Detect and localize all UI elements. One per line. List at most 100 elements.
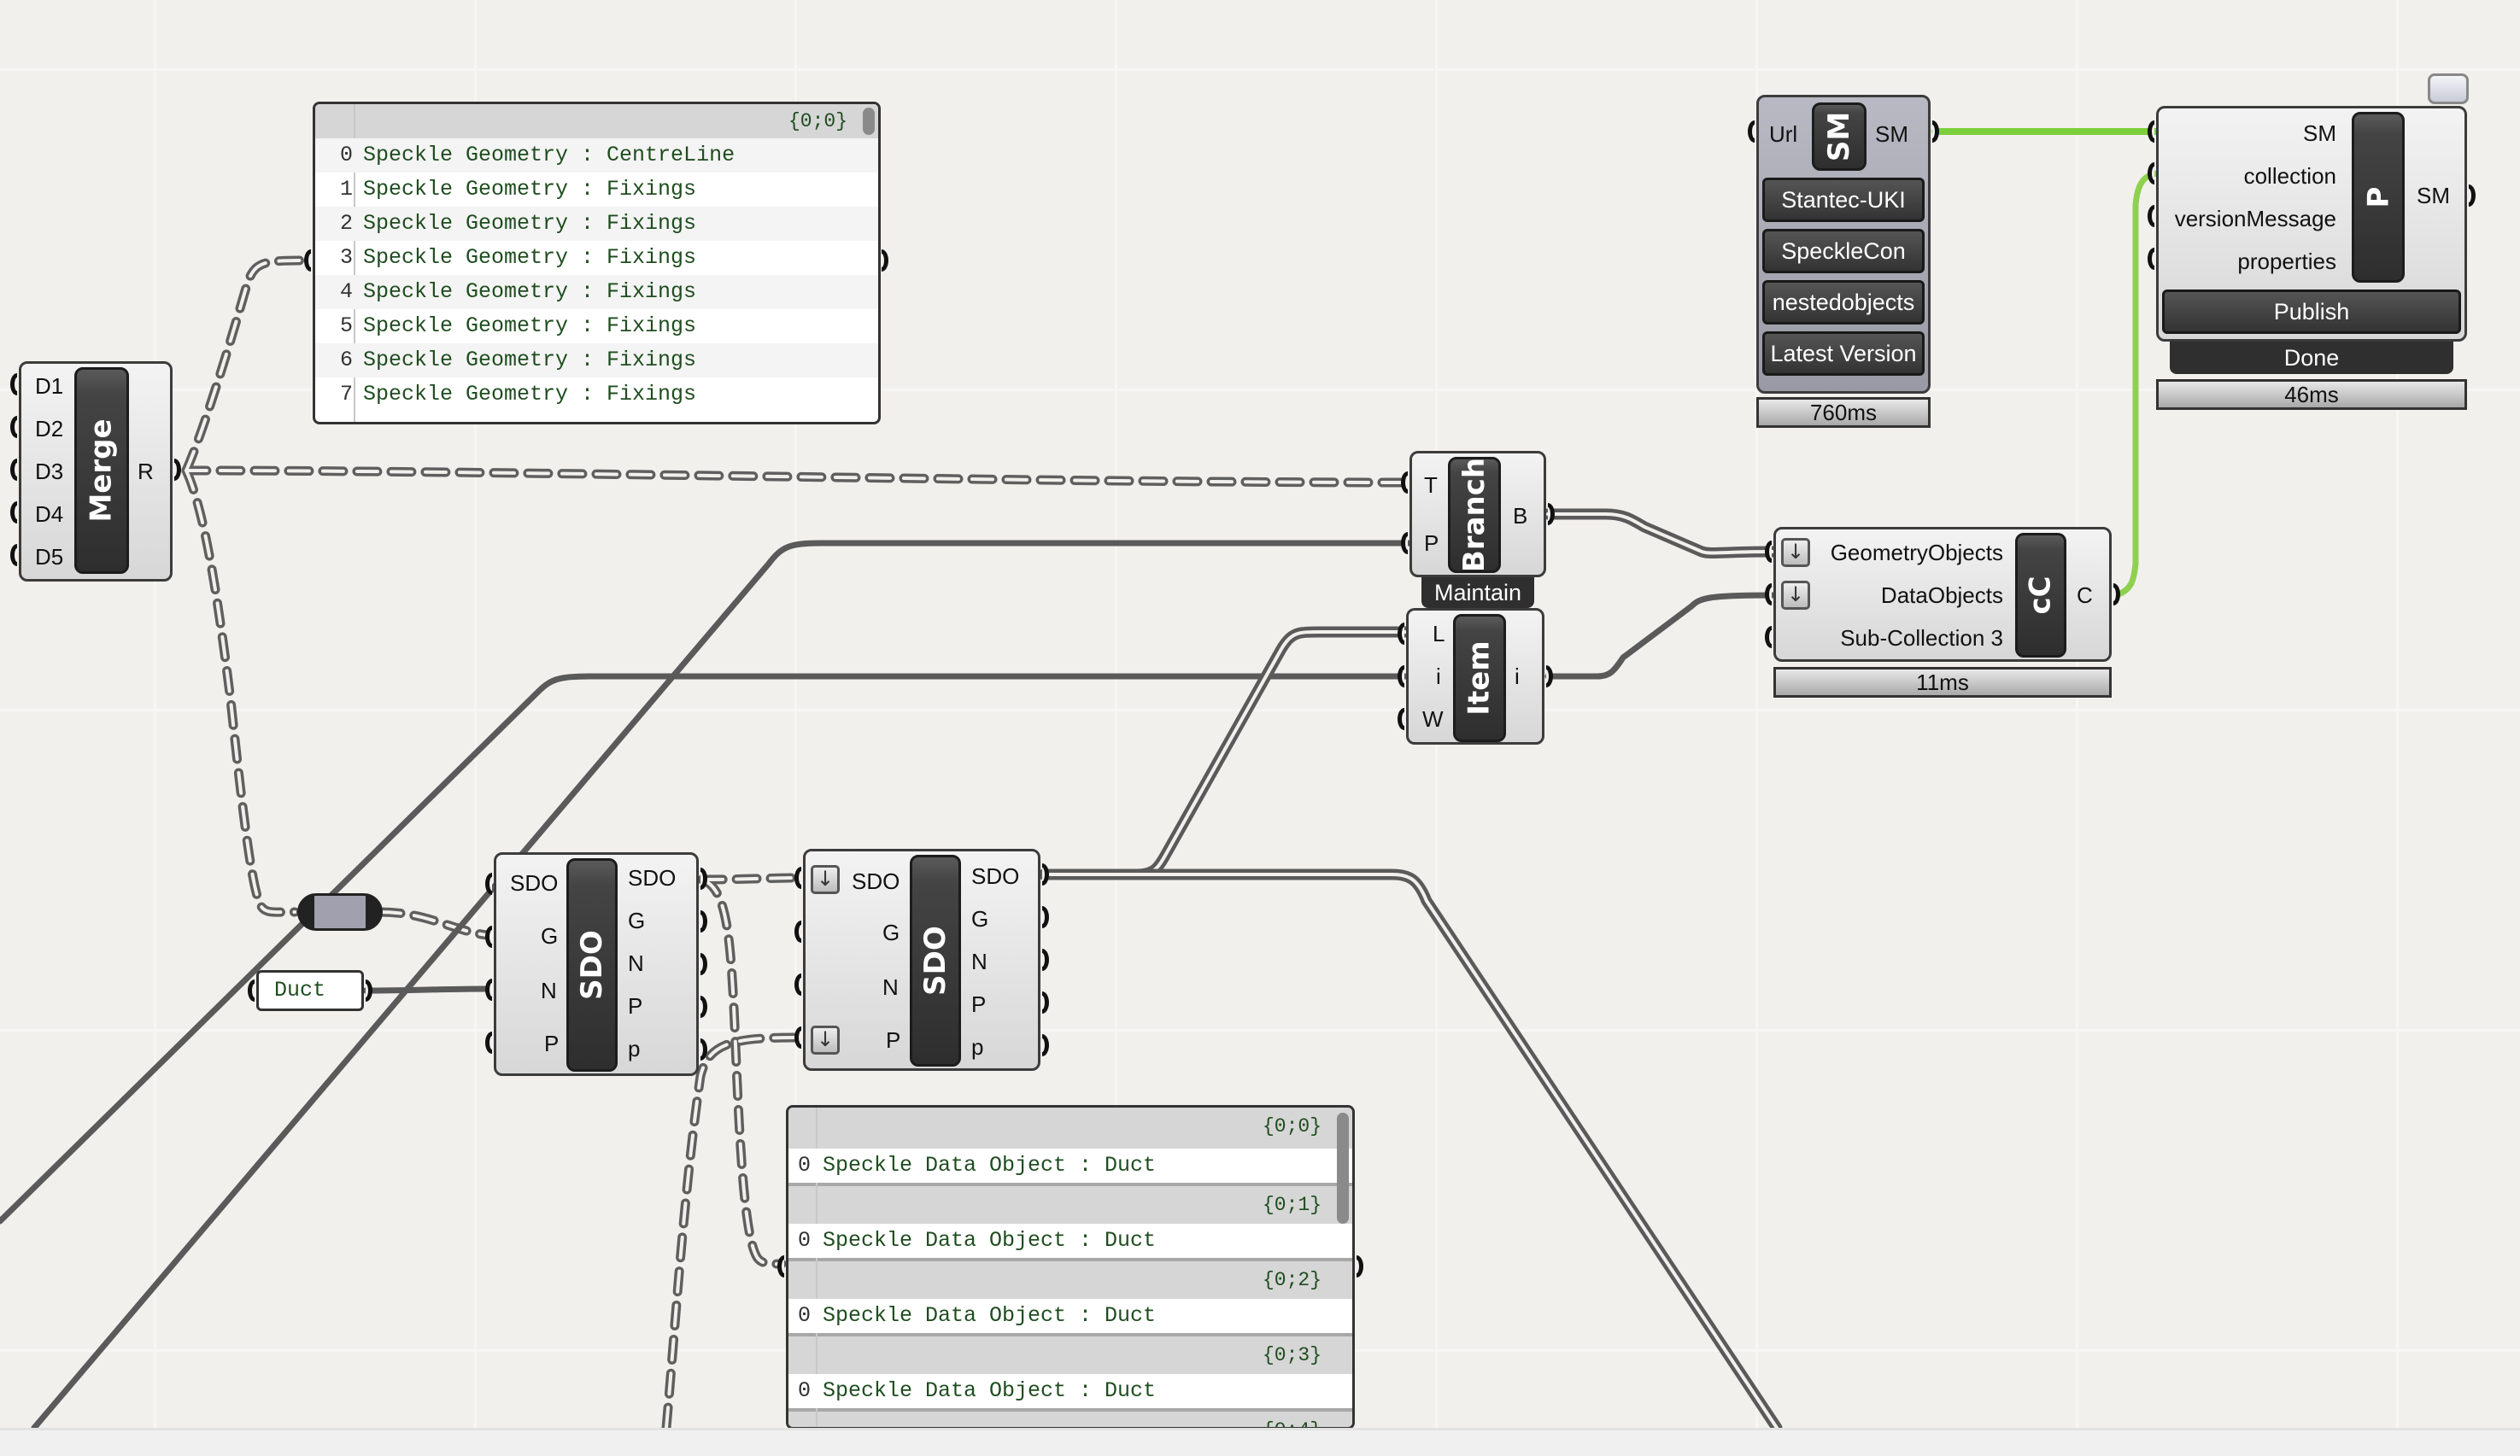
version-dropdown[interactable]: Latest Version bbox=[1762, 331, 1925, 376]
input-port[interactable] bbox=[304, 249, 311, 272]
output-port[interactable] bbox=[1357, 1255, 1363, 1278]
wire-merge-to-branch bbox=[181, 465, 1415, 488]
row-index: 2 bbox=[339, 211, 353, 236]
input-port[interactable] bbox=[2148, 162, 2154, 184]
project-dropdown[interactable]: SpeckleCon bbox=[1762, 229, 1925, 273]
input-port[interactable] bbox=[1398, 708, 1404, 730]
output-port[interactable] bbox=[1042, 1034, 1049, 1056]
publish-status: Done bbox=[2170, 342, 2453, 374]
relay-node[interactable] bbox=[297, 893, 383, 931]
sdo2-input-label: N bbox=[882, 974, 899, 1000]
input-port[interactable] bbox=[1398, 665, 1404, 687]
graft-arrow-icon[interactable]: ↓ bbox=[811, 1026, 840, 1055]
output-port[interactable] bbox=[1546, 665, 1553, 687]
output-port[interactable] bbox=[174, 459, 181, 481]
grid-line bbox=[1755, 0, 1758, 1428]
create-collection-component[interactable]: ↓ ↓ cC GeometryObjects DataObjects Sub-C… bbox=[1773, 527, 2112, 662]
output-port[interactable] bbox=[700, 996, 707, 1018]
input-port[interactable] bbox=[485, 979, 492, 1001]
panel-gutter bbox=[354, 104, 355, 422]
sdo1-input-label: G bbox=[541, 923, 559, 949]
grid-line bbox=[0, 68, 2520, 71]
output-port[interactable] bbox=[1042, 906, 1049, 928]
output-port[interactable] bbox=[2113, 583, 2120, 605]
sdo2-output-label: p bbox=[971, 1034, 984, 1060]
input-port[interactable] bbox=[248, 979, 255, 1002]
duct-text: Duct bbox=[274, 978, 326, 1003]
sdo-component-1[interactable]: SDO SDO G N P SDO G N P p bbox=[494, 852, 699, 1076]
row-text: Speckle Geometry : Fixings bbox=[363, 348, 697, 372]
speckle-model-component[interactable]: SM Url SM Stantec-UKI SpeckleCon nestedo… bbox=[1756, 95, 1931, 394]
list-item-component[interactable]: Item L i W i bbox=[1406, 608, 1544, 745]
input-port[interactable] bbox=[1748, 120, 1755, 143]
input-port[interactable] bbox=[10, 501, 17, 523]
input-port[interactable] bbox=[2148, 248, 2154, 270]
item-input-label: i bbox=[1436, 664, 1441, 689]
branch-output-label: B bbox=[1513, 503, 1528, 529]
merge-component[interactable]: Merge D1 D2 D3 D4 D5 R bbox=[19, 361, 173, 582]
output-port[interactable] bbox=[1932, 120, 1939, 143]
row-index: 0 bbox=[797, 1228, 811, 1253]
input-port[interactable] bbox=[777, 1255, 784, 1278]
publish-component[interactable]: P SM collection versionMessage propertie… bbox=[2156, 106, 2467, 342]
branch-component[interactable]: Branch T P B bbox=[1409, 451, 1546, 577]
output-port[interactable] bbox=[700, 953, 707, 975]
input-port[interactable] bbox=[1398, 623, 1404, 645]
sdo2-output-label: P bbox=[971, 991, 987, 1017]
message-balloon-icon[interactable] bbox=[2428, 73, 2469, 104]
input-port[interactable] bbox=[485, 873, 492, 895]
input-port[interactable] bbox=[794, 1026, 801, 1049]
workspace-dropdown[interactable]: Stantec-UKI bbox=[1762, 178, 1925, 222]
output-port[interactable] bbox=[700, 1038, 707, 1061]
graft-arrow-icon[interactable]: ↓ bbox=[1781, 538, 1810, 567]
output-port[interactable] bbox=[882, 249, 888, 272]
output-port[interactable] bbox=[2469, 184, 2476, 207]
input-port[interactable] bbox=[1765, 626, 1772, 648]
sdo1-input-label: P bbox=[544, 1031, 560, 1056]
input-port[interactable] bbox=[794, 921, 801, 943]
input-port[interactable] bbox=[794, 974, 801, 996]
input-port[interactable] bbox=[1765, 541, 1772, 563]
sdo-component-2[interactable]: ↓ ↓ SDO SDO G N P SDO G N P p bbox=[803, 849, 1040, 1071]
publish-button[interactable]: Publish bbox=[2162, 289, 2461, 334]
output-port[interactable] bbox=[700, 868, 707, 890]
model-dropdown[interactable]: nestedobjects bbox=[1762, 280, 1925, 325]
merge-input-label: D5 bbox=[35, 544, 64, 570]
input-port[interactable] bbox=[1401, 532, 1408, 554]
row-text: Speckle Geometry : Fixings bbox=[363, 313, 697, 338]
collection-nickname: cC bbox=[2015, 533, 2066, 658]
output-port[interactable] bbox=[700, 910, 707, 933]
input-port[interactable] bbox=[1401, 471, 1408, 494]
sdo1-nickname: SDO bbox=[566, 858, 618, 1072]
input-port[interactable] bbox=[2148, 120, 2154, 143]
graft-arrow-icon[interactable]: ↓ bbox=[811, 865, 840, 894]
input-port[interactable] bbox=[10, 459, 17, 481]
panel-scrollbar[interactable] bbox=[863, 108, 875, 135]
output-port[interactable] bbox=[1042, 949, 1049, 971]
row-text: Speckle Data Object : Duct bbox=[823, 1378, 1157, 1403]
graft-arrow-icon[interactable]: ↓ bbox=[1781, 581, 1810, 610]
input-port[interactable] bbox=[485, 926, 492, 948]
input-port[interactable] bbox=[485, 1032, 492, 1054]
input-port[interactable] bbox=[10, 373, 17, 395]
wire-merge-to-panel bbox=[181, 255, 317, 476]
input-port[interactable] bbox=[10, 544, 17, 566]
input-port[interactable] bbox=[10, 416, 17, 438]
input-port[interactable] bbox=[2148, 205, 2154, 227]
output-port[interactable] bbox=[1042, 991, 1049, 1014]
output-port[interactable] bbox=[1042, 863, 1049, 886]
panel-scrollbar[interactable] bbox=[1337, 1113, 1349, 1224]
output-port[interactable] bbox=[1548, 503, 1555, 525]
input-port[interactable] bbox=[1765, 583, 1772, 605]
merge-input-label: D3 bbox=[35, 459, 64, 484]
input-port[interactable] bbox=[794, 867, 801, 889]
output-port[interactable] bbox=[366, 979, 372, 1002]
duct-text-panel[interactable]: Duct bbox=[256, 970, 364, 1011]
publish-input-label: collection bbox=[2243, 163, 2336, 189]
